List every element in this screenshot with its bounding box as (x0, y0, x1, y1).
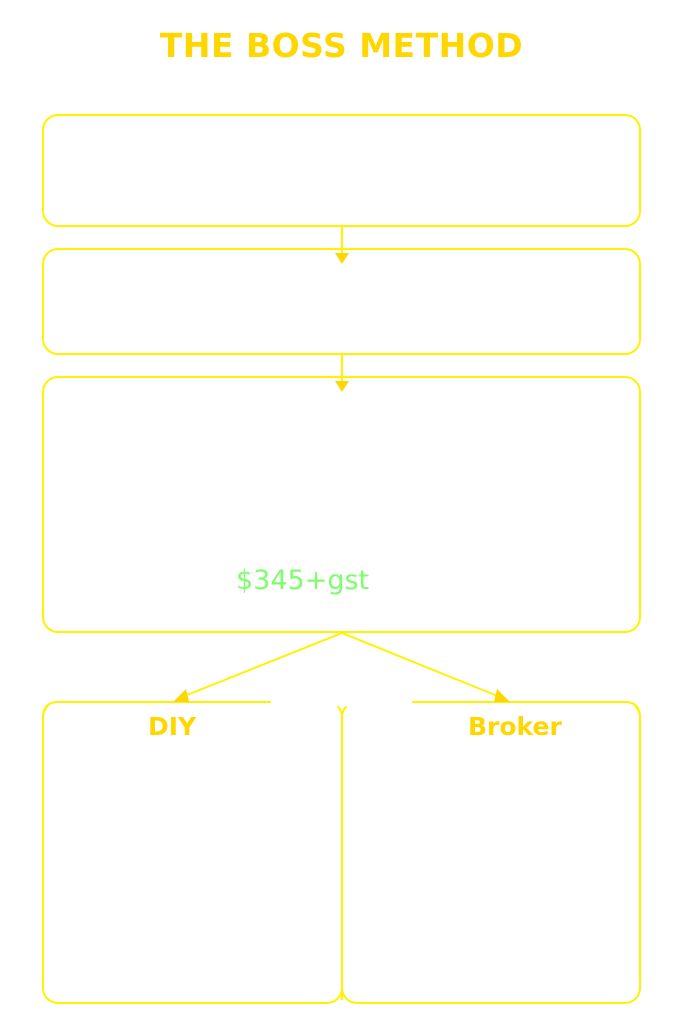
price-label: $345+gst (236, 565, 370, 596)
broker-heading: Broker (468, 712, 562, 741)
arrow-line-broker (341, 632, 501, 698)
page-title: THE BOSS METHOD (159, 26, 524, 65)
arrow-head-broker (494, 689, 510, 702)
diy-heading: DIY (148, 712, 197, 741)
step-1-box (42, 114, 641, 227)
diy-box-top-left-corner (42, 701, 59, 719)
broker-box-top-right-corner (624, 701, 641, 719)
arrow-head-diy (173, 689, 189, 702)
arrow-head-2 (335, 381, 349, 392)
arrow-head-1 (335, 253, 349, 264)
arrow-line-diy (181, 632, 343, 698)
